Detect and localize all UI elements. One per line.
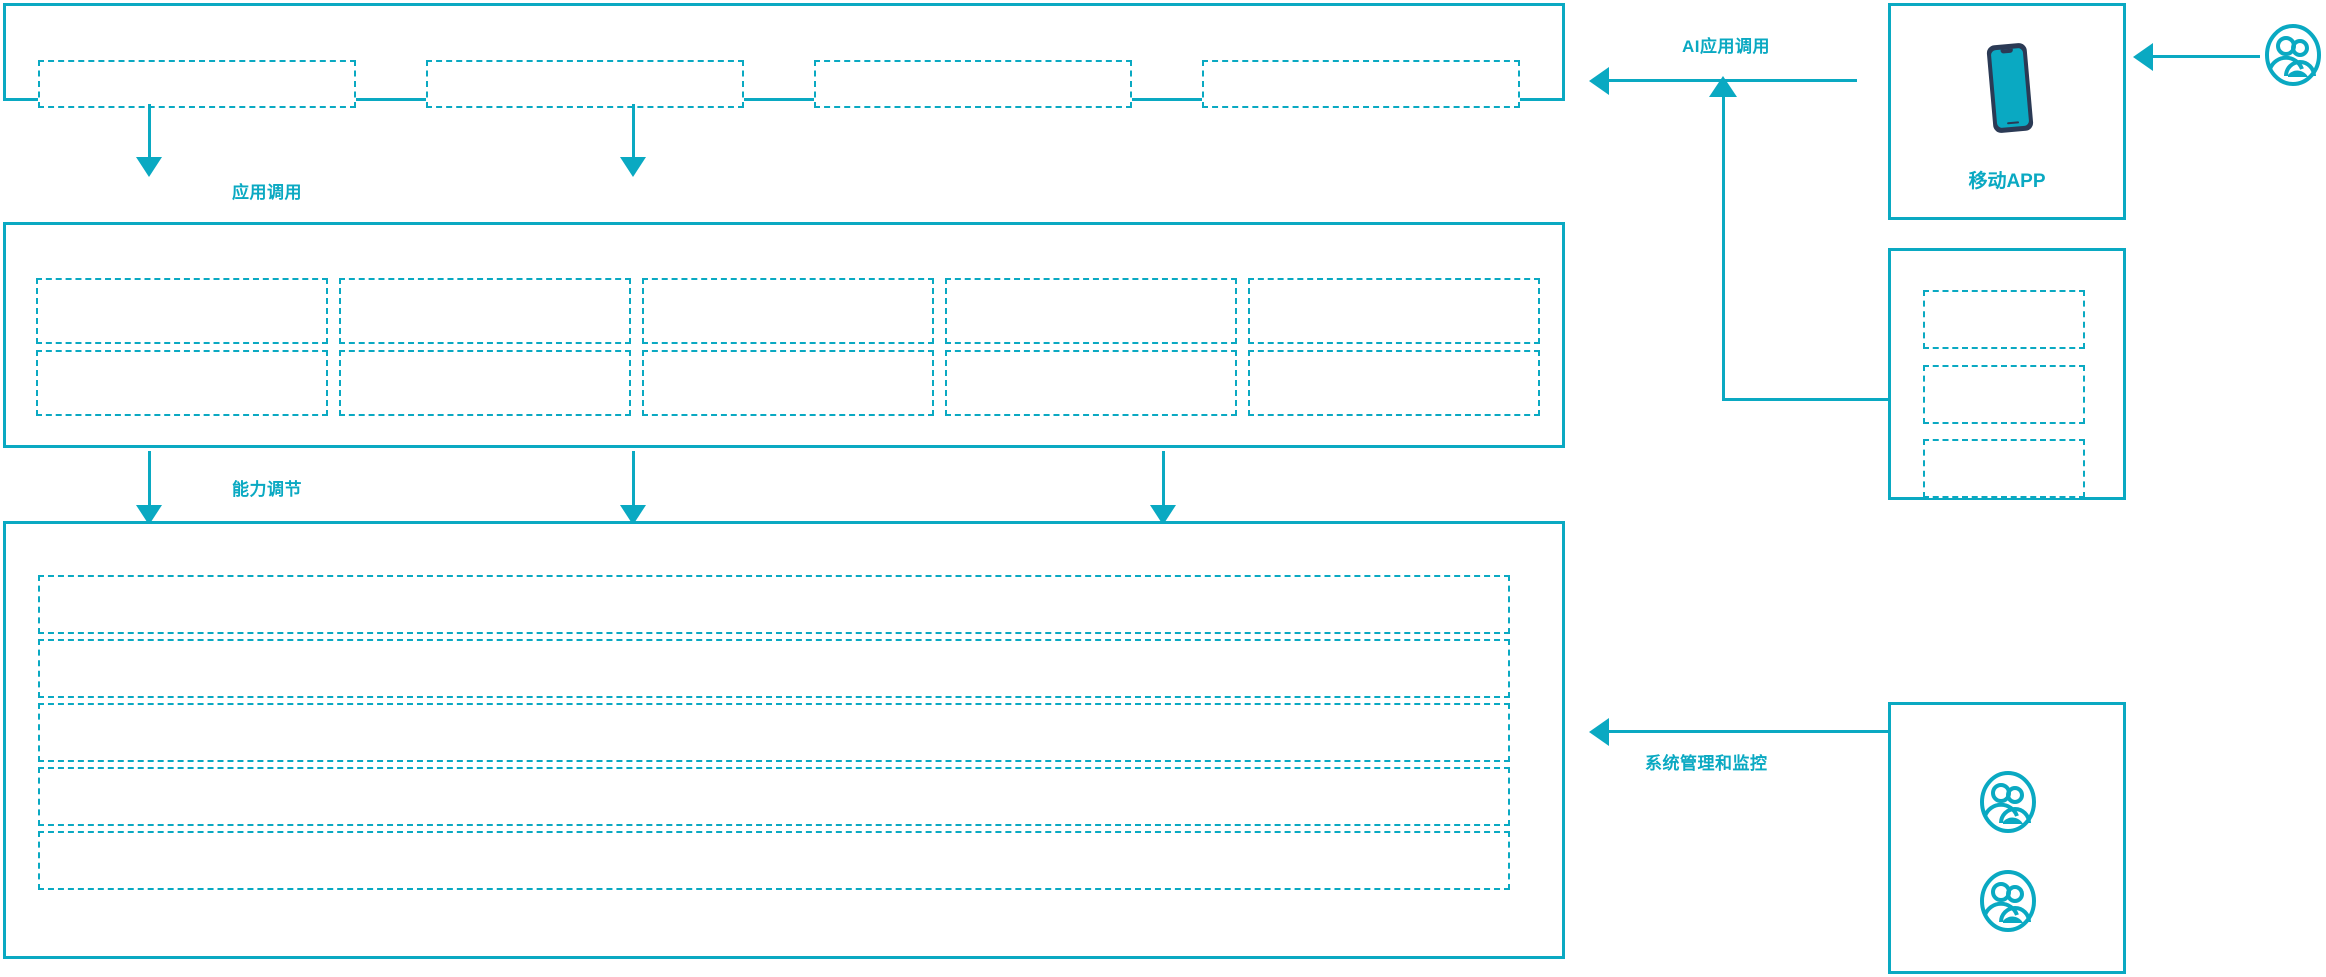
application-cell[interactable] (1202, 60, 1520, 108)
application-call-connector-left (148, 104, 151, 159)
capability-adjust-label: 能力调节 (232, 480, 302, 499)
capability-adjust-connector-1 (148, 451, 151, 507)
application-call-label: 应用调用 (232, 183, 302, 202)
capability-cell[interactable] (945, 350, 1237, 416)
capability-adjust-connector-3 (1162, 451, 1165, 507)
operations-panel (1888, 702, 2126, 974)
ai-application-call-arrowhead (1589, 67, 1609, 95)
capability-cell[interactable] (1248, 350, 1540, 416)
ai-application-call-riser (1722, 96, 1725, 400)
mobile-app-panel[interactable]: 移动APP (1888, 3, 2126, 220)
capability-adjust-arrowhead-3 (1150, 505, 1176, 525)
application-layer-panel (3, 3, 1565, 108)
mobile-phone-icon (1973, 34, 2047, 142)
infrastructure-row[interactable] (38, 767, 1510, 826)
application-cell[interactable] (426, 60, 744, 108)
channel-cell[interactable] (1923, 290, 2085, 349)
capability-cell[interactable] (339, 350, 631, 416)
capability-adjust-connector-2 (632, 451, 635, 507)
application-cell[interactable] (38, 60, 356, 108)
application-call-connector-right (632, 104, 635, 159)
capability-cell[interactable] (1248, 278, 1540, 344)
channel-cell[interactable] (1923, 439, 2085, 498)
system-management-label: 系统管理和监控 (1645, 754, 1768, 773)
infrastructure-layer-panel (3, 521, 1565, 959)
external-user-connector (2152, 55, 2260, 58)
channel-panel-tap-line (1722, 398, 1888, 401)
system-management-arrowhead (1589, 718, 1609, 746)
capability-cell[interactable] (36, 350, 328, 416)
application-call-arrowhead-left (136, 157, 162, 177)
capability-cell[interactable] (36, 278, 328, 344)
ai-application-call-label: AI应用调用 (1682, 37, 1770, 56)
capability-cell[interactable] (642, 278, 934, 344)
channel-panel (1888, 248, 2126, 500)
capability-cell[interactable] (945, 278, 1237, 344)
application-cell[interactable] (814, 60, 1132, 108)
capability-cell[interactable] (339, 278, 631, 344)
application-call-arrowhead-right (620, 157, 646, 177)
user-group-icon (1979, 870, 2037, 932)
ai-application-call-connector (1608, 79, 1857, 82)
infrastructure-row[interactable] (38, 831, 1510, 890)
capability-adjust-arrowhead-1 (136, 505, 162, 525)
external-user-icon (2264, 24, 2322, 86)
mobile-app-label: 移动APP (1968, 171, 2046, 192)
system-management-connector (1608, 730, 1888, 733)
channel-cell[interactable] (1923, 365, 2085, 424)
external-user-arrowhead (2133, 43, 2153, 71)
infrastructure-row[interactable] (38, 703, 1510, 762)
user-group-icon (1979, 771, 2037, 833)
infrastructure-row[interactable] (38, 575, 1510, 634)
capability-cell[interactable] (642, 350, 934, 416)
capability-layer-panel (3, 222, 1565, 448)
infrastructure-row[interactable] (38, 639, 1510, 698)
capability-adjust-arrowhead-2 (620, 505, 646, 525)
